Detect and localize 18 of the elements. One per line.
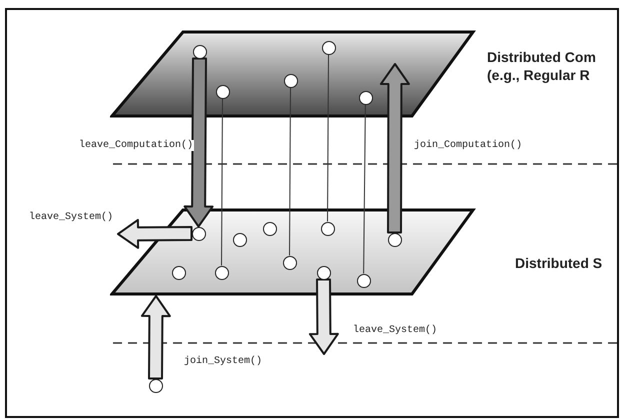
layer-heading: Distributed S xyxy=(515,254,602,272)
process-circle xyxy=(148,378,162,392)
block-arrow xyxy=(140,295,171,380)
layer-heading: (e.g., Regular R xyxy=(487,66,590,84)
block-arrow xyxy=(380,63,410,234)
block-arrow xyxy=(117,218,192,249)
edge-label: leave_System() xyxy=(28,212,114,223)
layer-heading: Distributed Com xyxy=(487,48,596,66)
block-arrow xyxy=(308,278,339,355)
edge-label: join_Computation() xyxy=(413,140,524,151)
connector-line xyxy=(289,87,291,256)
connector-line xyxy=(327,54,329,222)
connector-line xyxy=(363,104,366,274)
edge-label: join_System() xyxy=(183,356,264,367)
block-arrow xyxy=(184,58,214,228)
edge-label: leave_Computation() xyxy=(78,140,194,151)
connector-line xyxy=(221,98,223,266)
edge-label: leave_System() xyxy=(352,325,438,336)
